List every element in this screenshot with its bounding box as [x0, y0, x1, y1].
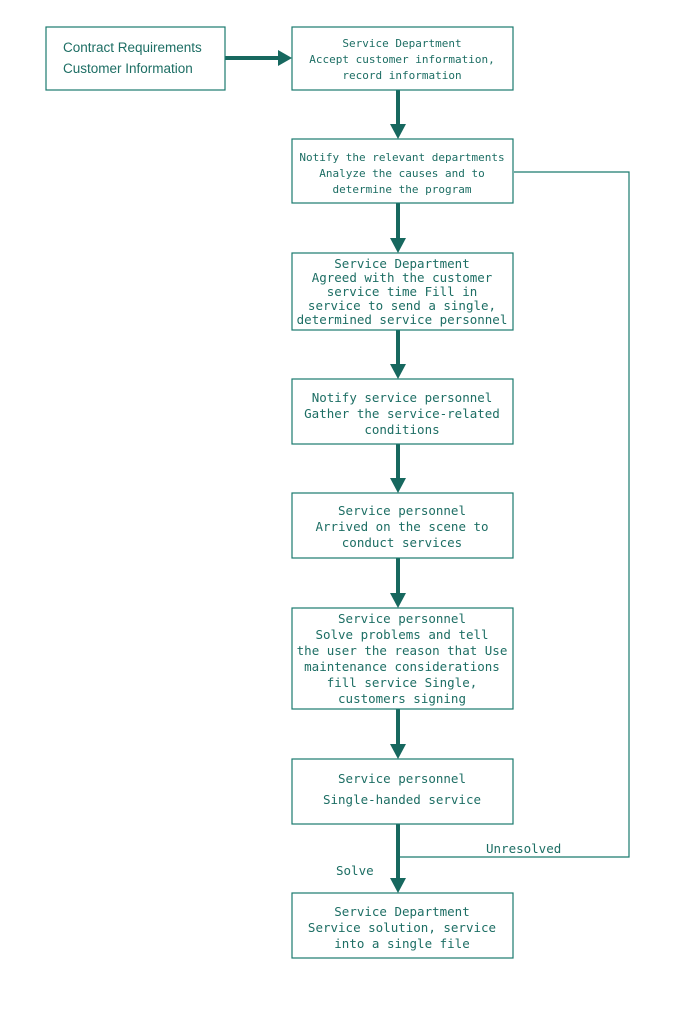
- edge-personnel-to-arrive: [390, 444, 406, 493]
- node-solve-problems-line-6: customers signing: [338, 691, 466, 706]
- edge-arrive-to-solve: [390, 558, 406, 608]
- edge-input-to-accept: [225, 50, 292, 66]
- node-file-line-1: Service Department: [334, 904, 469, 919]
- node-accept-line-2: Accept customer information,: [309, 53, 494, 66]
- node-solve-problems-line-3: the user the reason that Use: [297, 643, 508, 658]
- node-accept: Service Department Accept customer infor…: [291, 26, 514, 91]
- edge-single-to-file: [390, 824, 406, 893]
- node-notify-dept: Notify the relevant departments Analyze …: [291, 138, 514, 204]
- edge-notify-to-agree: [390, 203, 406, 253]
- node-file-line-3: into a single file: [334, 936, 469, 951]
- edge-label-unresolved: Unresolved: [486, 841, 561, 856]
- node-accept-line-1: Service Department: [342, 37, 461, 50]
- edge-unresolved-loop: [400, 171, 630, 858]
- node-input-line-1: Contract Requirements: [63, 40, 202, 55]
- node-arrive-line-1: Service personnel: [338, 503, 466, 518]
- node-single-handed-line-2: Single-handed service: [323, 792, 481, 807]
- node-notify-personnel-line-2: Gather the service-related: [304, 406, 500, 421]
- node-input-line-2: Customer Information: [63, 61, 193, 76]
- node-single-handed: Service personnel Single-handed service: [291, 758, 514, 825]
- node-solve-problems-line-2: Solve problems and tell: [315, 627, 488, 642]
- node-notify-dept-line-3: determine the program: [332, 183, 471, 196]
- node-agree-time: Service Department Agreed with the custo…: [291, 252, 514, 331]
- node-agree-time-line-3: service time Fill in: [327, 284, 478, 299]
- node-arrive: Service personnel Arrived on the scene t…: [291, 492, 514, 559]
- node-arrive-line-3: conduct services: [342, 535, 462, 550]
- node-agree-time-line-2: Agreed with the customer: [312, 270, 493, 285]
- node-agree-time-line-5: determined service personnel: [297, 312, 508, 327]
- node-solve-problems-line-1: Service personnel: [338, 611, 466, 626]
- node-arrive-line-2: Arrived on the scene to: [315, 519, 488, 534]
- node-notify-dept-line-1: Notify the relevant departments: [299, 151, 504, 164]
- edge-accept-to-notify: [390, 90, 406, 139]
- node-agree-time-line-4: service to send a single,: [308, 298, 496, 313]
- node-accept-line-3: record information: [342, 69, 461, 82]
- edge-solve-to-single: [390, 709, 406, 759]
- node-input: Contract Requirements Customer Informati…: [45, 26, 226, 91]
- node-solve-problems-line-5: fill service Single,: [327, 675, 478, 690]
- node-notify-personnel-line-1: Notify service personnel: [312, 390, 493, 405]
- node-notify-personnel-line-3: conditions: [364, 422, 439, 437]
- node-file-line-2: Service solution, service: [308, 920, 496, 935]
- node-file: Service Department Service solution, ser…: [291, 892, 514, 959]
- node-notify-personnel: Notify service personnel Gather the serv…: [291, 378, 514, 445]
- node-notify-dept-line-2: Analyze the causes and to: [319, 167, 485, 180]
- node-solve-problems: Service personnel Solve problems and tel…: [291, 607, 514, 710]
- node-single-handed-line-1: Service personnel: [338, 771, 466, 786]
- edge-agree-to-personnel: [390, 330, 406, 379]
- node-agree-time-line-1: Service Department: [334, 256, 469, 271]
- node-solve-problems-line-4: maintenance considerations: [304, 659, 500, 674]
- edge-label-solve: Solve: [336, 863, 374, 878]
